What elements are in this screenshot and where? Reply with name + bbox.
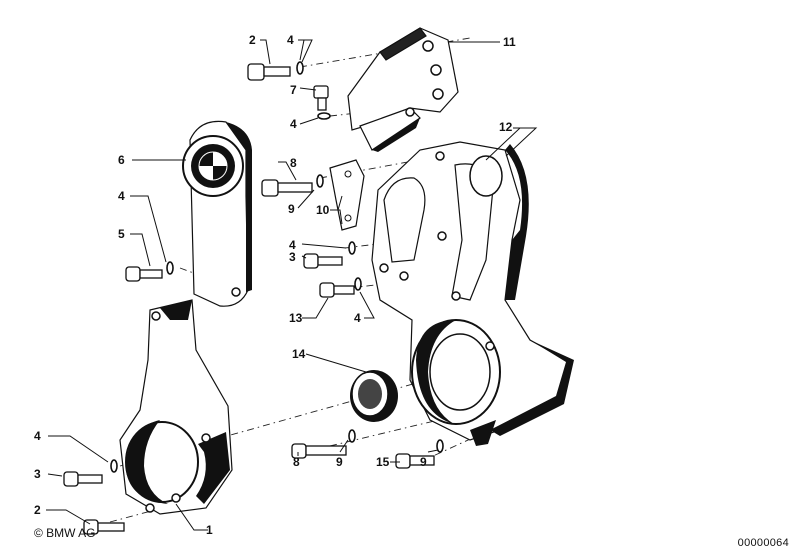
- callout-labels: 2 4 11 7 4 12 6 8 4 9 10 5 4 3 13 4 14 4…: [34, 33, 516, 537]
- upper-timing-cover-part-6: [182, 120, 252, 307]
- document-number: 00000064: [737, 537, 789, 549]
- callout-4-left: 4: [118, 189, 125, 203]
- bolts: [63, 63, 435, 535]
- callout-2-low: 2: [34, 503, 41, 517]
- bracket-part-11: [347, 27, 459, 152]
- callout-9-mid: 9: [336, 455, 343, 469]
- callout-11: 11: [503, 35, 516, 49]
- callout-4-housing: 4: [354, 311, 361, 325]
- timing-housing-part-12: [371, 141, 574, 446]
- callout-10: 10: [316, 203, 330, 217]
- callout-4-bracket: 4: [290, 117, 297, 131]
- callout-13: 13: [289, 311, 303, 325]
- washers: [110, 61, 444, 473]
- callout-6: 6: [118, 153, 125, 167]
- callout-15: 15: [376, 455, 390, 469]
- seal-ring-part-14: [350, 370, 398, 422]
- callout-4-top: 4: [287, 33, 294, 47]
- callout-3-low: 3: [34, 467, 41, 481]
- callout-12: 12: [499, 120, 513, 134]
- callout-4-low: 4: [34, 429, 41, 443]
- callout-8-top: 8: [290, 156, 297, 170]
- callout-5: 5: [118, 227, 125, 241]
- callout-9-right: 9: [420, 455, 427, 469]
- callout-8-low: 8: [293, 455, 300, 469]
- lower-timing-cover-part-1: [119, 299, 233, 515]
- callout-1: 1: [206, 523, 213, 537]
- callout-7: 7: [290, 83, 297, 97]
- callout-3-mid: 3: [289, 250, 296, 264]
- callout-2-top: 2: [249, 33, 256, 47]
- plate-part-10: [329, 159, 365, 231]
- callout-9-top: 9: [288, 202, 295, 216]
- callout-4-mid: 4: [289, 238, 296, 252]
- copyright-notice: © BMW AG: [34, 526, 96, 540]
- leader-lines: [46, 39, 538, 531]
- callout-14: 14: [292, 347, 306, 361]
